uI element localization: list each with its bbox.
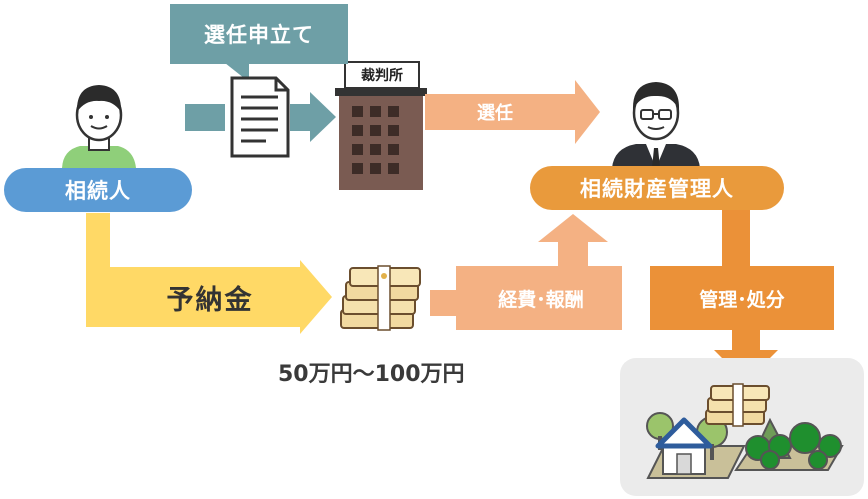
appointment-arrow [425,80,600,144]
heir-label: 相続人 [65,179,131,203]
court-building-icon [335,61,427,190]
forest-land-icon [734,417,844,471]
petition-arrow [185,92,336,142]
expenses-arrow [430,214,622,330]
petition-callout: 選任申立て [170,4,348,64]
deposit-arrow [86,213,332,334]
management-label: 管理･処分 [699,288,785,311]
heir-person-icon [62,85,136,168]
amount-text: 50万円～100万円 [278,362,465,387]
administrator-node: 相続財産管理人 [530,166,784,210]
expenses-label: 経費･報酬 [498,288,584,311]
management-arrow [650,205,834,382]
appointment-label: 選任 [477,103,513,124]
money-stack-small-icon [705,383,770,427]
document-icon [230,76,290,158]
administrator-label: 相続財産管理人 [580,177,734,201]
petition-label: 選任申立て [204,23,314,47]
heir-node: 相続人 [4,168,192,212]
deposit-label: 予納金 [166,284,254,316]
money-stack-icon [340,265,421,331]
court-label: 裁判所 [361,68,403,84]
administrator-person-icon [612,82,700,168]
